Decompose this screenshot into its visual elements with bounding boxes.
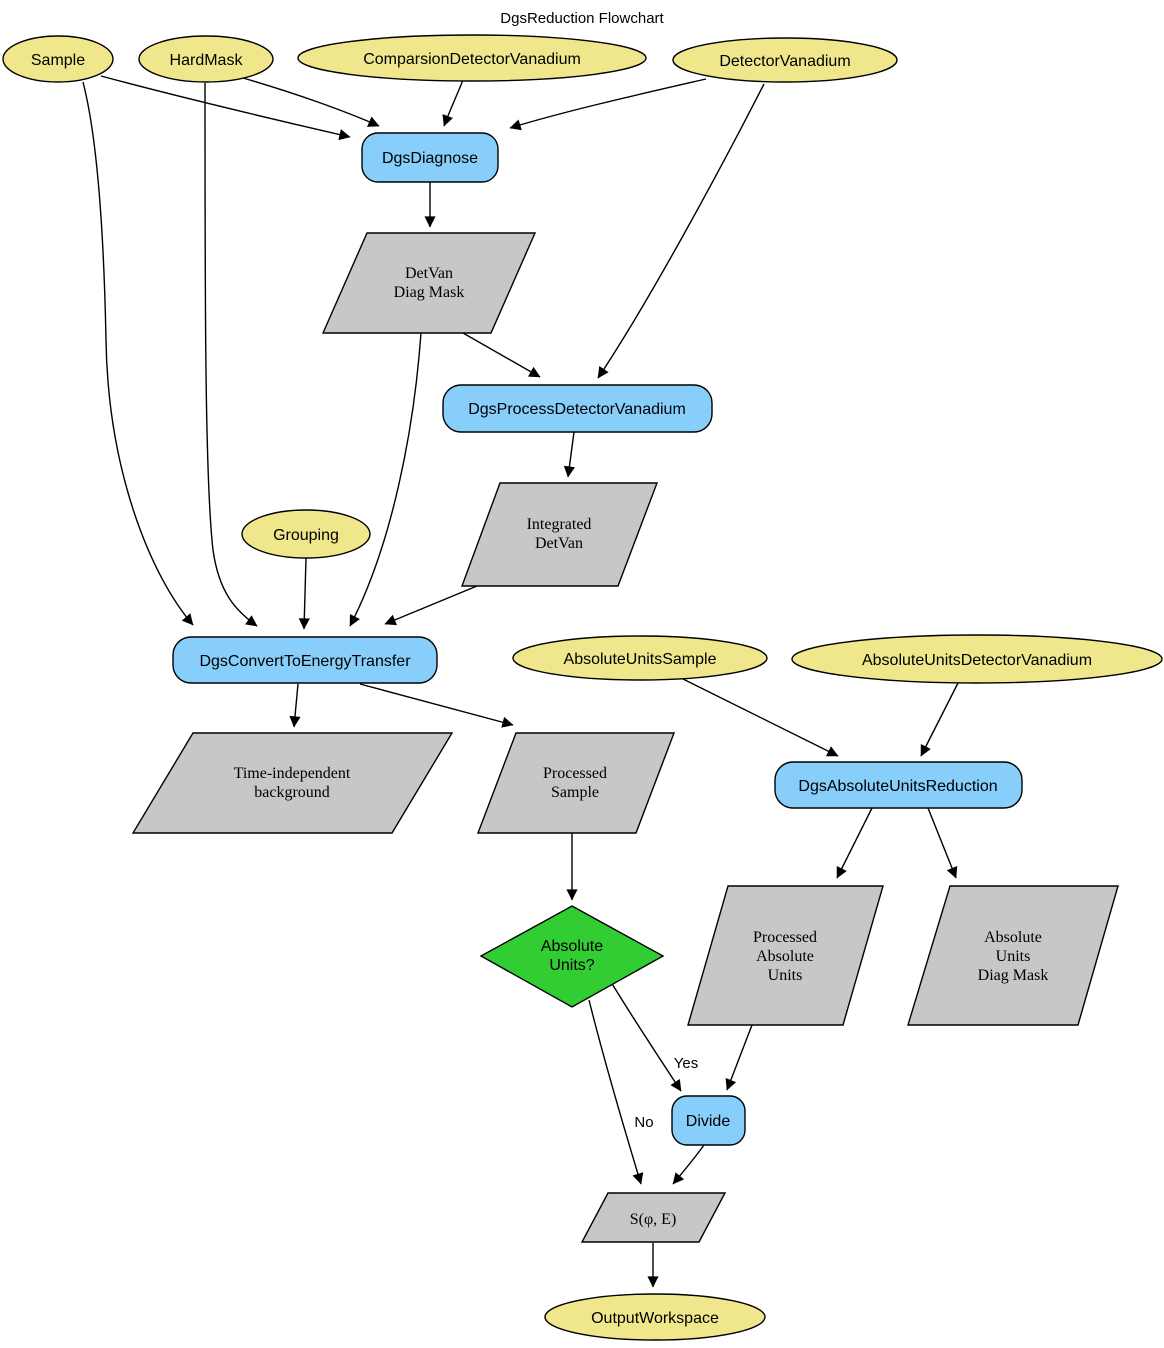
node-output-workspace: OutputWorkspace	[544, 1293, 766, 1341]
node-divide: Divide	[671, 1095, 746, 1146]
absolute-units-decision-diamond	[479, 905, 665, 1008]
output-workspace-label: OutputWorkspace	[591, 1310, 719, 1327]
edge-detectorvanadium-to-dgsprocess	[597, 83, 765, 379]
detvan-diag-mask-parallelogram	[321, 232, 537, 334]
absolute-units-detector-vanadium-ellipse	[791, 634, 1163, 684]
divide-box	[671, 1095, 746, 1146]
dgs-process-detector-vanadium-label: DgsProcessDetectorVanadium	[468, 401, 686, 418]
edge-detvandiagmask-to-dgsconvert	[349, 332, 422, 627]
absolute-units-diag-mask-parallelogram	[907, 885, 1119, 1026]
node-absolute-units-detector-vanadium: AbsoluteUnitsDetectorVanadium	[791, 634, 1163, 684]
detector-vanadium-label: DetectorVanadium	[719, 53, 850, 70]
diagram-title: DgsReduction Flowchart	[500, 10, 664, 27]
node-hardmask: HardMask	[138, 35, 274, 83]
processed-sample-parallelogram	[476, 732, 676, 834]
edge-absunitssample-to-absreduction	[682, 678, 839, 757]
node-dgs-process-detector-vanadium: DgsProcessDetectorVanadium	[442, 384, 713, 433]
absolute-units-sample-ellipse	[512, 635, 768, 681]
edge-hardmask-to-dgsdiagnose	[242, 77, 380, 127]
grouping-label: Grouping	[273, 527, 339, 544]
dgs-absolute-units-reduction-box	[774, 761, 1023, 809]
node-dgs-diagnose: DgsDiagnose	[361, 132, 499, 183]
node-detector-vanadium: DetectorVanadium	[672, 37, 898, 83]
node-dgs-absolute-units-reduction: DgsAbsoluteUnitsReduction	[774, 761, 1023, 809]
dgs-convert-to-energy-transfer-box	[172, 636, 438, 684]
edge-processedabsunits-to-divide	[725, 1024, 753, 1091]
edge-dgsconvert-to-background	[289, 683, 301, 728]
node-s-phi-e: S(φ, E)	[580, 1192, 727, 1243]
hardmask-ellipse	[138, 35, 274, 83]
edge-divide-to-sphie	[672, 1144, 705, 1185]
detector-vanadium-ellipse	[672, 37, 898, 83]
edge-sample-to-dgsdiagnose	[100, 75, 351, 141]
edge-hardmask-to-dgsconvert	[204, 82, 258, 627]
time-independent-background-parallelogram	[131, 732, 454, 834]
hardmask-label: HardMask	[170, 52, 244, 69]
edge-dgsprocess-to-integrateddetvan	[563, 431, 575, 478]
node-absolute-units-sample: AbsoluteUnitsSample	[512, 635, 768, 681]
comparsion-detector-vanadium-ellipse	[297, 34, 647, 82]
edge-absreduction-to-processedabsunits	[836, 807, 873, 879]
dgs-convert-to-energy-transfer-label: DgsConvertToEnergyTransfer	[199, 653, 411, 670]
sample-label: Sample	[31, 52, 85, 69]
grouping-ellipse	[241, 509, 371, 559]
edge-absreduction-to-absunitsdiagmask	[927, 807, 958, 879]
node-sample: Sample	[2, 35, 114, 83]
edge-sample-to-dgsconvert	[82, 81, 194, 626]
edge-detvandiagmask-to-dgsprocess	[462, 332, 541, 378]
processed-absolute-units-parallelogram	[687, 885, 884, 1026]
comparsion-detector-vanadium-label: ComparsionDetectorVanadium	[363, 51, 581, 68]
edge-detectorvanadium-to-dgsdiagnose	[509, 78, 707, 131]
dgs-process-detector-vanadium-box	[442, 384, 713, 433]
output-workspace-ellipse	[544, 1293, 766, 1341]
edge-dgsconvert-to-processedsample	[359, 683, 514, 728]
edges	[82, 75, 959, 1288]
edge-grouping-to-dgsconvert	[298, 557, 310, 630]
s-phi-e-label: S(φ, E)	[630, 1211, 677, 1228]
node-dgs-convert-to-energy-transfer: DgsConvertToEnergyTransfer	[172, 636, 438, 684]
absolute-units-detector-vanadium-label: AbsoluteUnitsDetectorVanadium	[862, 652, 1092, 669]
dgs-diagnose-label: DgsDiagnose	[382, 150, 478, 167]
edge-label-no: No	[634, 1114, 653, 1131]
absolute-units-sample-label: AbsoluteUnitsSample	[564, 651, 717, 668]
edge-absunitsdetvan-to-absreduction	[920, 682, 959, 757]
dgs-absolute-units-reduction-label: DgsAbsoluteUnitsReduction	[798, 778, 997, 795]
node-comparsion-detector-vanadium: ComparsionDetectorVanadium	[297, 34, 647, 82]
edge-decision-no-to-sphie	[588, 999, 644, 1185]
node-grouping: Grouping	[241, 509, 371, 559]
sample-ellipse	[2, 35, 114, 83]
edge-integrateddetvan-to-dgsconvert	[384, 585, 478, 626]
integrated-detvan-parallelogram	[460, 482, 659, 587]
s-phi-e-parallelogram	[580, 1192, 727, 1243]
edge-label-yes: Yes	[674, 1055, 698, 1072]
edge-comparsion-to-dgsdiagnose	[442, 79, 464, 127]
dgs-diagnose-box	[361, 132, 499, 183]
divide-label: Divide	[686, 1113, 731, 1130]
edge-decision-yes-to-divide	[607, 976, 682, 1092]
